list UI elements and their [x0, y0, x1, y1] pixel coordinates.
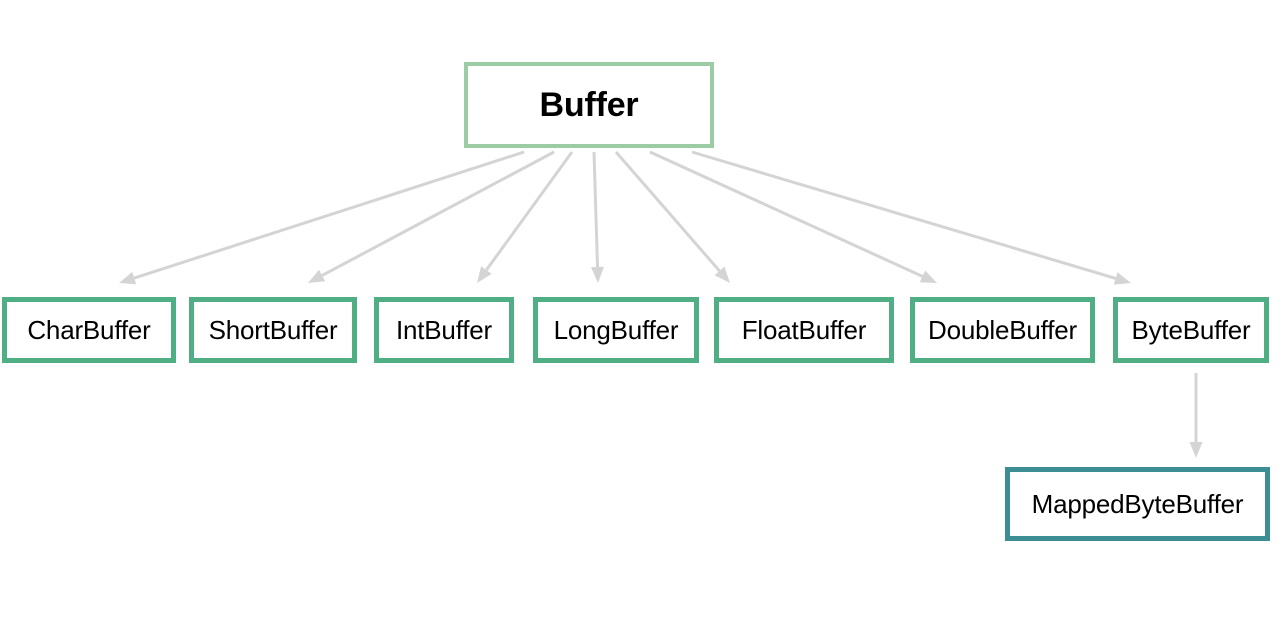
edge-line	[691, 150, 1117, 280]
arrowhead-icon	[119, 271, 137, 285]
arrowhead-icon	[919, 270, 937, 283]
arrowhead-icon	[591, 266, 605, 283]
class-box-byte-buffer[interactable]: ByteBuffer	[1113, 297, 1269, 363]
arrowhead-icon	[477, 266, 492, 283]
edge-buffer-to-float-buffer	[614, 151, 730, 283]
edge-buffer-to-double-buffer	[649, 150, 937, 283]
node-label: LongBuffer	[553, 315, 679, 345]
edge-line	[321, 150, 555, 277]
edge-byte-buffer-to-mapped-byte-buffer	[1189, 373, 1203, 458]
class-box-char-buffer[interactable]: CharBuffer	[2, 297, 176, 363]
class-box-mapped-byte-buffer[interactable]: MappedByteBuffer	[1005, 467, 1270, 541]
edge-line	[649, 150, 924, 278]
class-box-float-buffer[interactable]: FloatBuffer	[714, 297, 894, 363]
node-label: ByteBuffer	[1131, 315, 1251, 345]
class-box-double-buffer[interactable]: DoubleBuffer	[910, 297, 1095, 363]
class-box-buffer[interactable]: Buffer	[464, 62, 714, 148]
edge-buffer-to-byte-buffer	[691, 150, 1131, 285]
edge-line	[614, 151, 721, 272]
class-box-short-buffer[interactable]: ShortBuffer	[189, 297, 357, 363]
node-label: CharBuffer	[27, 315, 151, 345]
edge-line	[485, 151, 574, 271]
class-box-int-buffer[interactable]: IntBuffer	[374, 297, 514, 363]
node-label: DoubleBuffer	[928, 315, 1077, 345]
class-box-long-buffer[interactable]: LongBuffer	[533, 297, 699, 363]
arrowhead-icon	[1189, 442, 1203, 458]
edge-line	[592, 151, 600, 268]
edge-buffer-to-char-buffer	[119, 150, 525, 285]
arrowhead-icon	[714, 266, 730, 283]
edge-line	[133, 150, 525, 280]
arrowhead-icon	[308, 269, 326, 283]
edge-buffer-to-long-buffer	[591, 151, 605, 283]
arrowhead-icon	[1113, 272, 1131, 285]
node-label: MappedByteBuffer	[1031, 489, 1244, 519]
node-label: IntBuffer	[395, 315, 492, 345]
node-label: ShortBuffer	[208, 315, 338, 345]
edge-buffer-to-short-buffer	[308, 150, 555, 283]
node-label: FloatBuffer	[741, 315, 867, 345]
edge-buffer-to-int-buffer	[477, 151, 574, 283]
node-label: Buffer	[539, 86, 639, 124]
